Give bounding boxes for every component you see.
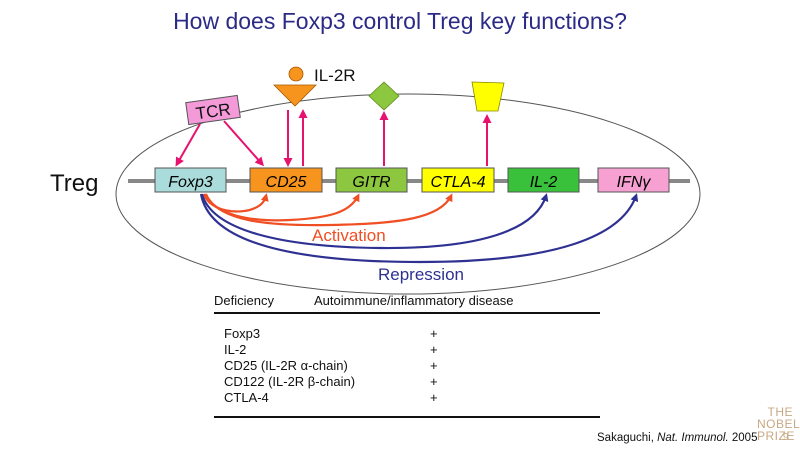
svg-text:CD25: CD25 [266, 174, 307, 191]
gitr-receptor-icon [368, 81, 400, 111]
svg-text:CTLA-4: CTLA-4 [430, 174, 485, 191]
header-deficiency: Deficiency [214, 293, 274, 308]
table-row: IL-2 + [214, 342, 600, 358]
citation: Sakaguchi, Nat. Immunol. 2005 [597, 432, 757, 444]
disease-cell: + [430, 342, 438, 357]
page-number: 9 [783, 432, 789, 443]
il2-ligand-icon [288, 66, 304, 82]
activation-arrow-ctla4 [204, 193, 453, 227]
deficiency-cell: CD122 (IL-2R β-chain) [224, 374, 356, 389]
repression-arrow-ifng [199, 193, 639, 264]
citation-author: Sakaguchi, [597, 432, 658, 444]
treg-label: Treg [50, 170, 98, 197]
gene-ctla4: CTLA-4 [421, 167, 495, 193]
gene-il2: IL-2 [507, 167, 580, 193]
activation-arrow-gitr [204, 193, 360, 222]
gene-foxp3: Foxp3 [154, 167, 227, 193]
repression-label: Repression [378, 265, 464, 284]
deficiency-cell: IL-2 [224, 342, 247, 357]
deficiency-cell: Foxp3 [224, 326, 261, 341]
table-header: Deficiency Autoimmune/inflammatory disea… [214, 293, 600, 314]
disease-cell: + [430, 390, 438, 405]
cell-membrane [115, 93, 701, 295]
tcr-to-foxp3-arrow [175, 123, 201, 167]
activation-arrow-cd25 [202, 193, 269, 213]
repression-arrow-il2 [200, 193, 549, 250]
table-row: Foxp3 + [214, 326, 600, 342]
gene-ifng: IFNγ [597, 167, 670, 193]
disease-cell: + [430, 374, 438, 389]
header-disease: Autoimmune/inflammatory disease [314, 293, 514, 308]
logo-line-3: PRIZE [757, 429, 795, 443]
activation-label: Activation [312, 226, 386, 245]
slide-title: How does Foxp3 control Treg key function… [173, 8, 627, 34]
logo-line-2: NOBEL [757, 417, 800, 431]
table-body: Foxp3 + IL-2 + CD25 (IL-2R α-chain) + CD… [214, 314, 600, 418]
table-row: CD25 (IL-2R α-chain) + [214, 358, 600, 374]
svg-text:GITR: GITR [352, 174, 391, 191]
table-row: CD122 (IL-2R β-chain) + [214, 374, 600, 390]
gene-gitr: GITR [335, 167, 408, 193]
svg-text:IL-2: IL-2 [530, 174, 558, 191]
citation-journal: Nat. Immunol. [657, 432, 729, 444]
il2r-label: IL-2R [314, 66, 356, 85]
tcr-receptor: TCR [185, 94, 241, 126]
svg-text:IFNγ: IFNγ [617, 174, 652, 191]
ctla4-receptor-icon [471, 81, 505, 112]
deficiency-cell: CTLA-4 [224, 390, 269, 405]
deficiency-table: Deficiency Autoimmune/inflammatory disea… [214, 293, 600, 418]
tcr-to-cd25-arrow [223, 120, 264, 167]
foxp3-diagram: Treg Foxp3 CD25 GITR CTLA-4 IL-2 IFNγ TC… [50, 66, 701, 295]
citation-year: 2005 [728, 432, 758, 444]
logo-line-1: THE [767, 405, 793, 419]
nobel-prize-logo: THE NOBEL PRIZE [757, 405, 800, 443]
disease-cell: + [430, 358, 438, 373]
disease-cell: + [430, 326, 438, 341]
table-row: CTLA-4 + [214, 390, 600, 406]
svg-text:TCR: TCR [195, 100, 232, 124]
svg-text:Foxp3: Foxp3 [168, 174, 213, 191]
il2r-receptor-icon [273, 84, 317, 107]
deficiency-cell: CD25 (IL-2R α-chain) [224, 358, 348, 373]
gene-cd25: CD25 [249, 167, 323, 193]
